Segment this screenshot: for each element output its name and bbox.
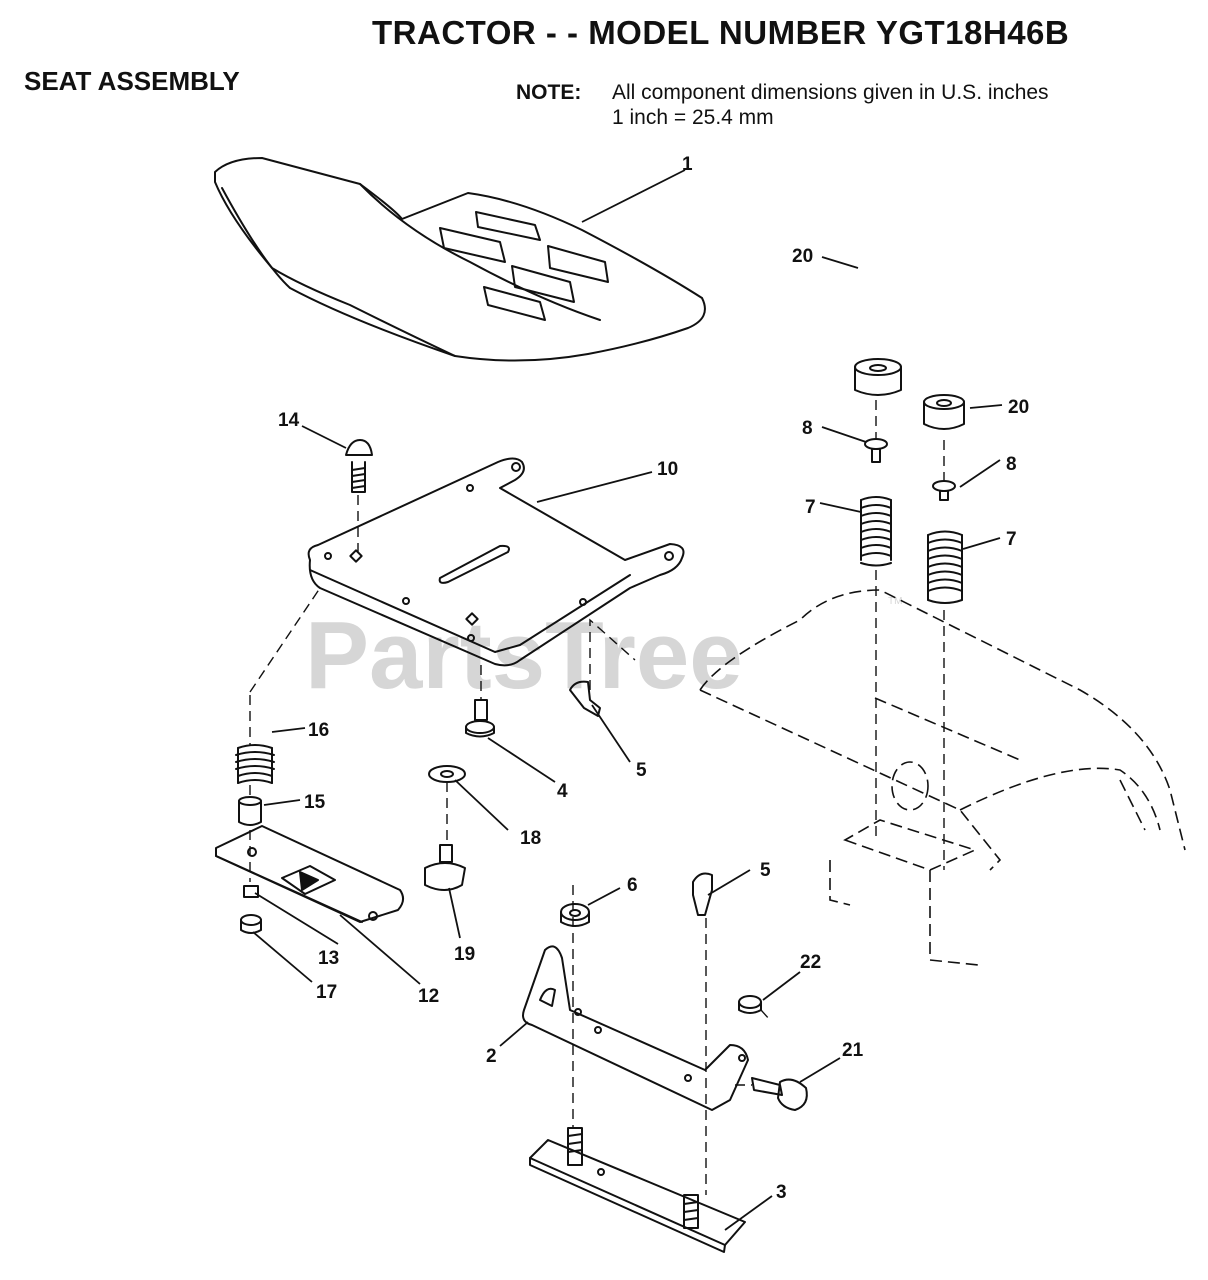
callout-4[interactable]: 4 bbox=[557, 781, 568, 802]
callout-8-right[interactable]: 8 bbox=[1006, 454, 1017, 475]
tractor-frame-reference bbox=[699, 589, 1186, 966]
note-line-conversion: 1 inch = 25.4 mm bbox=[612, 106, 774, 129]
section-title: SEAT ASSEMBLY bbox=[24, 66, 240, 96]
callout-2[interactable]: 2 bbox=[486, 1046, 497, 1067]
callout-16[interactable]: 16 bbox=[308, 720, 329, 741]
callout-13[interactable]: 13 bbox=[318, 948, 339, 969]
hex-nut-part[interactable] bbox=[560, 903, 590, 927]
flange-nut-part[interactable] bbox=[738, 995, 762, 1014]
shoulder-bolt-part[interactable] bbox=[465, 699, 495, 738]
hex-bolt-part[interactable] bbox=[243, 885, 259, 898]
callout-3[interactable]: 3 bbox=[776, 1182, 787, 1203]
callout-5-lower[interactable]: 5 bbox=[760, 860, 771, 881]
seat-pan-part[interactable] bbox=[307, 457, 685, 667]
callout-14[interactable]: 14 bbox=[278, 410, 300, 431]
callout-18[interactable]: 18 bbox=[520, 828, 541, 849]
hex-head-bolt-part[interactable] bbox=[751, 1077, 808, 1111]
coil-spring-part-right[interactable] bbox=[927, 530, 963, 604]
base-plate-part[interactable] bbox=[529, 1127, 746, 1253]
note-label: NOTE: bbox=[516, 81, 582, 104]
mount-bracket-part[interactable] bbox=[522, 945, 749, 1111]
small-washer-part-right[interactable] bbox=[932, 480, 956, 501]
spacer-part[interactable] bbox=[854, 358, 902, 396]
watermark-trademark: TM bbox=[888, 596, 902, 607]
callout-17[interactable]: 17 bbox=[316, 982, 337, 1003]
callout-20-right[interactable]: 20 bbox=[1008, 397, 1029, 418]
callout-labels: 1 2 3 4 5 5 6 7 7 8 8 10 12 13 14 15 16 … bbox=[278, 154, 1029, 1203]
callout-1[interactable]: 1 bbox=[682, 154, 693, 175]
callout-12[interactable]: 12 bbox=[418, 986, 439, 1007]
bushing-part[interactable] bbox=[238, 796, 262, 826]
callout-10[interactable]: 10 bbox=[657, 459, 678, 480]
callout-6[interactable]: 6 bbox=[627, 875, 638, 896]
adjustment-knob-part[interactable] bbox=[424, 844, 466, 891]
watermark-text: PartsTree bbox=[305, 602, 743, 709]
seat-part[interactable] bbox=[214, 157, 706, 362]
callout-5-upper[interactable]: 5 bbox=[636, 760, 647, 781]
carriage-bolt-part[interactable] bbox=[345, 439, 373, 493]
callout-15[interactable]: 15 bbox=[304, 792, 326, 813]
retainer-clip-part-lower[interactable] bbox=[692, 872, 713, 916]
washer-part[interactable] bbox=[428, 765, 466, 783]
assembly-guide-lines bbox=[249, 400, 945, 1195]
callout-19[interactable]: 19 bbox=[454, 944, 475, 965]
leader-lines bbox=[252, 169, 1003, 1231]
lock-nut-part[interactable] bbox=[240, 914, 262, 934]
callout-20-left[interactable]: 20 bbox=[792, 246, 813, 267]
note-line-dimensions: All component dimensions given in U.S. i… bbox=[612, 81, 1049, 104]
callout-22[interactable]: 22 bbox=[800, 952, 821, 973]
retainer-clip-part[interactable] bbox=[569, 680, 601, 717]
spacer-part-right[interactable] bbox=[923, 394, 965, 430]
callout-21[interactable]: 21 bbox=[842, 1040, 864, 1061]
bracket-plate-part[interactable] bbox=[215, 825, 404, 923]
small-washer-part[interactable] bbox=[864, 438, 888, 463]
page-title: TRACTOR - - MODEL NUMBER YGT18H46B bbox=[372, 14, 1070, 51]
callout-7-left[interactable]: 7 bbox=[805, 497, 816, 518]
coil-spring-part[interactable] bbox=[860, 496, 892, 567]
callout-8-left[interactable]: 8 bbox=[802, 418, 813, 439]
spring-part[interactable] bbox=[235, 744, 275, 784]
callout-7-right[interactable]: 7 bbox=[1006, 529, 1017, 550]
